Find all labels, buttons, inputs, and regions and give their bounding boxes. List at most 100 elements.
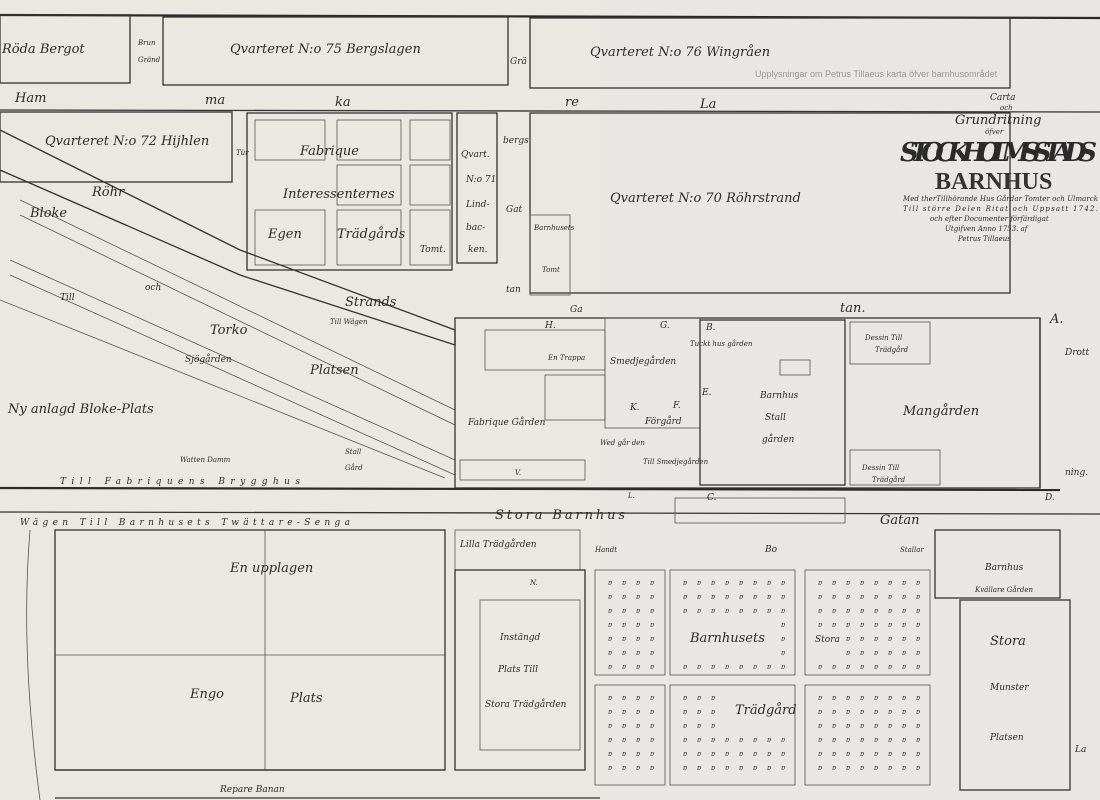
- tree-mark: ɐ: [902, 736, 906, 744]
- tree-mark: ɐ: [846, 663, 850, 671]
- tree-mark: ɐ: [888, 736, 892, 744]
- title-line-1: Carta: [990, 93, 1016, 103]
- tree-mark: ɐ: [767, 593, 771, 601]
- tree-mark: ɐ: [902, 607, 906, 615]
- tree-mark: ɐ: [818, 736, 822, 744]
- letter-b: B.: [705, 323, 716, 333]
- label-fabriquens-brygghus: Till Fabriquens Brygghus: [60, 477, 300, 487]
- tree-mark: ɐ: [916, 579, 920, 587]
- tree-mark: ɐ: [711, 722, 715, 730]
- tree-mark: ɐ: [636, 736, 640, 744]
- tree-mark: ɐ: [888, 750, 892, 758]
- tree-mark: ɐ: [697, 593, 701, 601]
- tree-mark: ɐ: [818, 764, 822, 772]
- right-page: [600, 0, 1100, 800]
- tree-mark: ɐ: [874, 764, 878, 772]
- tree-mark: ɐ: [650, 607, 654, 615]
- label-brun: Brun: [137, 39, 156, 47]
- tree-mark: ɐ: [650, 579, 654, 587]
- label-dessin-1: Dessin Till: [864, 334, 902, 342]
- tree-mark: ɐ: [608, 722, 612, 730]
- tree-mark: ɐ: [916, 694, 920, 702]
- label-strands: Strands: [345, 295, 397, 310]
- letter-d: D.: [1044, 493, 1055, 503]
- label-engo: Engo: [189, 687, 224, 702]
- tree-mark: ɐ: [832, 736, 836, 744]
- tree-mark: ɐ: [697, 750, 701, 758]
- title-sub-2: Till större Delen Ritat och Uppsatt 1742…: [903, 205, 1098, 213]
- tree-mark: ɐ: [832, 750, 836, 758]
- label-q75: Qvarteret N:o 75 Bergslagen: [230, 42, 421, 57]
- label-la-top: La: [699, 97, 716, 112]
- label-qvart: Qvart.: [461, 150, 490, 160]
- label-ning: ning.: [1065, 468, 1088, 478]
- label-fabrique-garden: Fabrique Gården: [467, 416, 546, 428]
- tree-mark: ɐ: [622, 663, 626, 671]
- title-sub-3: och efter Documenter förfärdigat: [930, 215, 1049, 223]
- tree-mark: ɐ: [888, 694, 892, 702]
- tree-mark: ɐ: [622, 621, 626, 629]
- label-repare-banan: Repare Banan: [219, 785, 285, 795]
- letter-g: G.: [660, 321, 670, 331]
- tree-mark: ɐ: [888, 621, 892, 629]
- tree-mark: ɐ: [753, 593, 757, 601]
- label-stora-barnhus: Stora Barnhus: [495, 508, 625, 523]
- label-barnhus-stall-2: Stall: [765, 413, 786, 423]
- tree-mark: ɐ: [860, 579, 864, 587]
- tree-mark: ɐ: [874, 635, 878, 643]
- label-tradgard: Trädgård: [735, 702, 797, 718]
- tree-mark: ɐ: [683, 663, 687, 671]
- tree-mark: ɐ: [902, 694, 906, 702]
- tree-mark: ɐ: [874, 607, 878, 615]
- tree-mark: ɐ: [739, 607, 743, 615]
- tree-mark: ɐ: [711, 736, 715, 744]
- title-main: STOCKHOLMS STADS: [900, 138, 1098, 168]
- label-ham: Ham: [14, 91, 46, 106]
- tree-mark: ɐ: [916, 736, 920, 744]
- tree-mark: ɐ: [650, 694, 654, 702]
- label-handt: Handt: [594, 546, 617, 554]
- label-ma: ma: [205, 93, 225, 108]
- tree-mark: ɐ: [846, 635, 850, 643]
- label-tan-top: tan.: [840, 301, 865, 316]
- tree-mark: ɐ: [650, 722, 654, 730]
- label-dessin-4: Trädgård: [872, 475, 906, 484]
- label-platsen-m: Platsen: [989, 733, 1024, 743]
- label-sjogarden: Sjögården: [185, 353, 232, 365]
- tree-mark: ɐ: [650, 764, 654, 772]
- tree-mark: ɐ: [608, 607, 612, 615]
- tree-mark: ɐ: [650, 708, 654, 716]
- tree-mark: ɐ: [622, 635, 626, 643]
- label-tomt: Tomt.: [420, 245, 446, 255]
- title-sub-1: Med therTillhörande Hus Gårdar Tomter oc…: [902, 194, 1098, 203]
- tree-mark: ɐ: [725, 607, 729, 615]
- label-dessin-3: Dessin Till: [861, 464, 899, 472]
- tree-mark: ɐ: [622, 649, 626, 657]
- tree-mark: ɐ: [818, 722, 822, 730]
- tree-mark: ɐ: [781, 621, 785, 629]
- label-forgard: Förgård: [644, 415, 682, 427]
- label-till: Till: [60, 293, 75, 303]
- tree-mark: ɐ: [683, 764, 687, 772]
- tree-mark: ɐ: [860, 635, 864, 643]
- title-line-4: öfver: [985, 128, 1004, 136]
- label-grand: Gränd: [138, 56, 161, 64]
- label-watten-damm: Watten Damm: [180, 456, 231, 464]
- tree-mark: ɐ: [874, 750, 878, 758]
- label-gra: Grä: [510, 57, 527, 67]
- label-barnhusets-tomt-1: Barnhusets: [533, 224, 575, 232]
- tree-mark: ɐ: [683, 736, 687, 744]
- tree-mark: ɐ: [874, 649, 878, 657]
- tree-mark: ɐ: [711, 764, 715, 772]
- label-stora: Stora: [815, 635, 840, 645]
- tree-mark: ɐ: [711, 607, 715, 615]
- tree-mark: ɐ: [781, 764, 785, 772]
- label-la-br: La: [1074, 745, 1086, 755]
- tree-mark: ɐ: [902, 579, 906, 587]
- tree-mark: ɐ: [781, 736, 785, 744]
- label-mangarden: Mangården: [902, 403, 979, 419]
- tree-mark: ɐ: [888, 708, 892, 716]
- tree-mark: ɐ: [874, 736, 878, 744]
- tree-mark: ɐ: [832, 579, 836, 587]
